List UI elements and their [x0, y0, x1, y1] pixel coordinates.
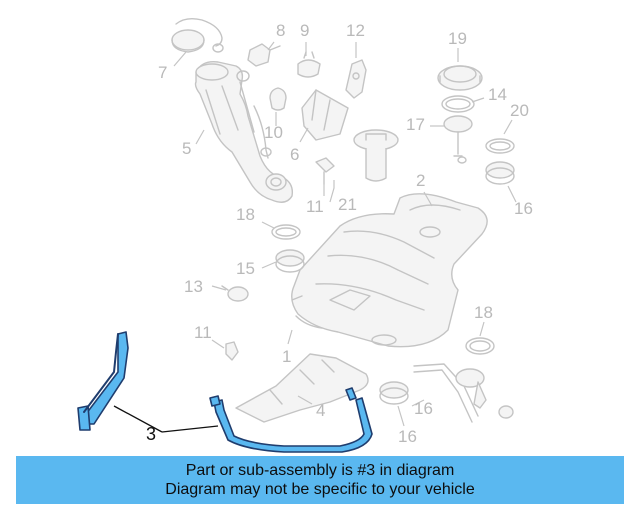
part-18-ring-left — [271, 224, 301, 240]
part-11-upper-fitting — [315, 157, 335, 185]
part-1-2-fuel-tank — [291, 193, 488, 348]
part-5-filler-neck — [194, 61, 294, 203]
callout-6: 6 — [290, 145, 299, 164]
callout-8: 8 — [276, 21, 285, 40]
callout-21: 21 — [338, 195, 357, 214]
part-6-shield — [301, 89, 349, 141]
part-21-fuel-pump — [353, 129, 399, 182]
info-banner: Part or sub-assembly is #3 in diagram Di… — [16, 456, 624, 504]
callout-10: 10 — [264, 123, 283, 142]
part-3-tank-strap-bottom — [209, 387, 373, 453]
part-16-ring-lower — [379, 381, 409, 405]
part-12-bracket — [345, 59, 367, 99]
parts-diagram: 7 8 9 12 19 14 20 17 10 6 5 2 11 21 16 1… — [77, 17, 533, 453]
callout-14: 16 — [414, 399, 433, 418]
part-16-ring-left — [275, 249, 305, 273]
callout-16-upper: 16 — [514, 199, 533, 218]
callout-numbers: 7 8 9 12 19 14 20 17 10 6 5 2 11 21 16 1… — [158, 21, 533, 446]
callout-4: 4 — [316, 401, 325, 420]
part-7-filler-cap — [171, 17, 224, 53]
part-20-ring — [485, 138, 515, 154]
part-14-fuel-lines — [413, 363, 514, 423]
part-16-ring-upper — [485, 161, 515, 185]
part-17-sender — [443, 115, 473, 164]
callout-5: 5 — [182, 139, 191, 158]
callout-9: 9 — [300, 21, 309, 40]
callout-2: 2 — [416, 171, 425, 190]
callout-11-lower: 11 — [194, 323, 212, 342]
part-3-tank-strap-left — [77, 331, 129, 431]
part-9-grommet — [297, 51, 321, 78]
callout-7: 7 — [158, 63, 167, 82]
callout-20: 20 — [510, 101, 529, 120]
callout-1: 1 — [282, 347, 291, 366]
callout-3-group: 3 — [113, 405, 219, 444]
part-11-lower-fitting — [225, 341, 239, 361]
banner-line-1: Part or sub-assembly is #3 in diagram — [185, 462, 455, 479]
part-15-seal — [441, 95, 475, 113]
callout-12: 12 — [346, 21, 365, 40]
part-19-lock-ring — [437, 65, 483, 91]
callout-18-right: 18 — [474, 303, 493, 322]
callout-18-left: 18 — [236, 205, 255, 224]
part-13-valve — [221, 285, 249, 302]
part-8-valve — [247, 43, 281, 67]
callout-16-left: 15 — [236, 259, 255, 278]
callout-13: 13 — [184, 277, 203, 296]
callout-15: 14 — [488, 85, 507, 104]
part-10-valve — [269, 87, 287, 111]
callout-3: 3 — [146, 424, 156, 444]
part-4-heat-shield — [235, 353, 369, 423]
callout-17: 17 — [406, 115, 425, 134]
callout-leaders — [173, 41, 517, 427]
callout-11-upper: 11 — [306, 197, 324, 216]
callout-19: 19 — [448, 29, 467, 48]
callout-16-lower: 16 — [398, 427, 417, 446]
part-18-ring-right — [465, 337, 495, 355]
banner-line-2: Diagram may not be specific to your vehi… — [165, 481, 475, 498]
